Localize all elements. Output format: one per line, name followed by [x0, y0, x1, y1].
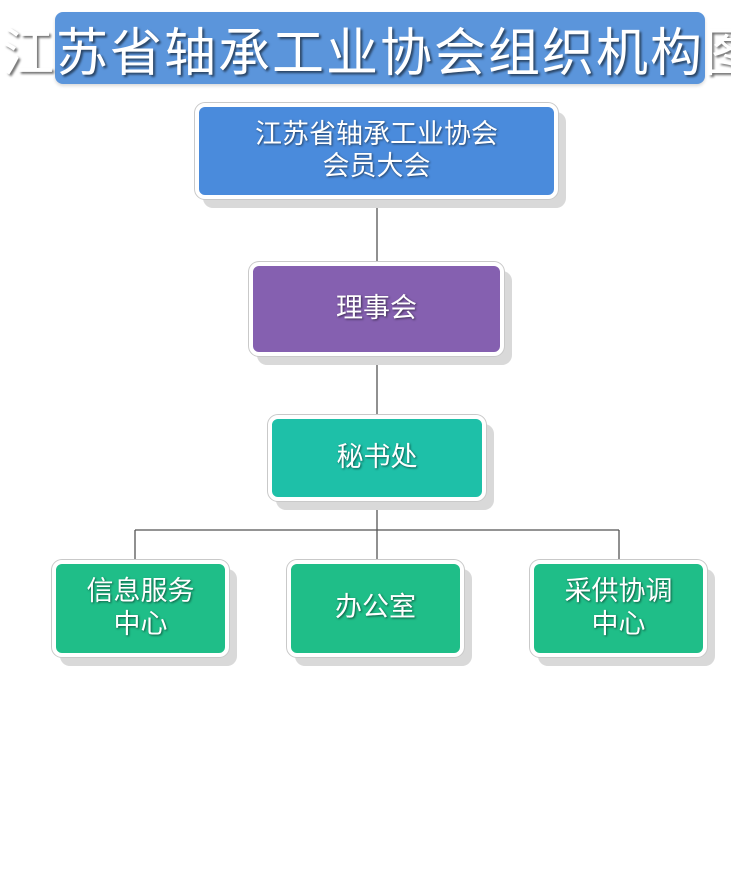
node-procurement-center-line1: 采供协调 — [564, 576, 673, 608]
node-member-assembly-line2: 会员大会 — [322, 151, 431, 182]
node-info-service-center: 信息服务 中心 — [52, 560, 229, 657]
node-member-assembly-line1: 江苏省轴承工业协会 — [255, 118, 498, 150]
node-secretariat: 秘书处 — [268, 415, 486, 501]
node-council-label: 理事会 — [336, 292, 417, 324]
node-member-assembly: 江苏省轴承工业协会 会员大会 — [195, 103, 558, 199]
node-procurement-center: 采供协调 中心 — [530, 560, 707, 657]
node-info-service-center-line1: 信息服务 — [86, 576, 195, 608]
node-procurement-center-line2: 中心 — [591, 608, 646, 640]
node-office-label: 办公室 — [335, 592, 416, 624]
diagram-title: 江苏省轴承工业协会组织机构图 — [2, 23, 731, 84]
title-banner: 江苏省轴承工业协会组织机构图 — [2, 12, 731, 84]
node-council: 理事会 — [249, 262, 504, 356]
node-secretariat-label: 秘书处 — [336, 441, 418, 473]
node-office: 办公室 — [287, 560, 464, 657]
node-info-service-center-line2: 中心 — [113, 608, 168, 640]
